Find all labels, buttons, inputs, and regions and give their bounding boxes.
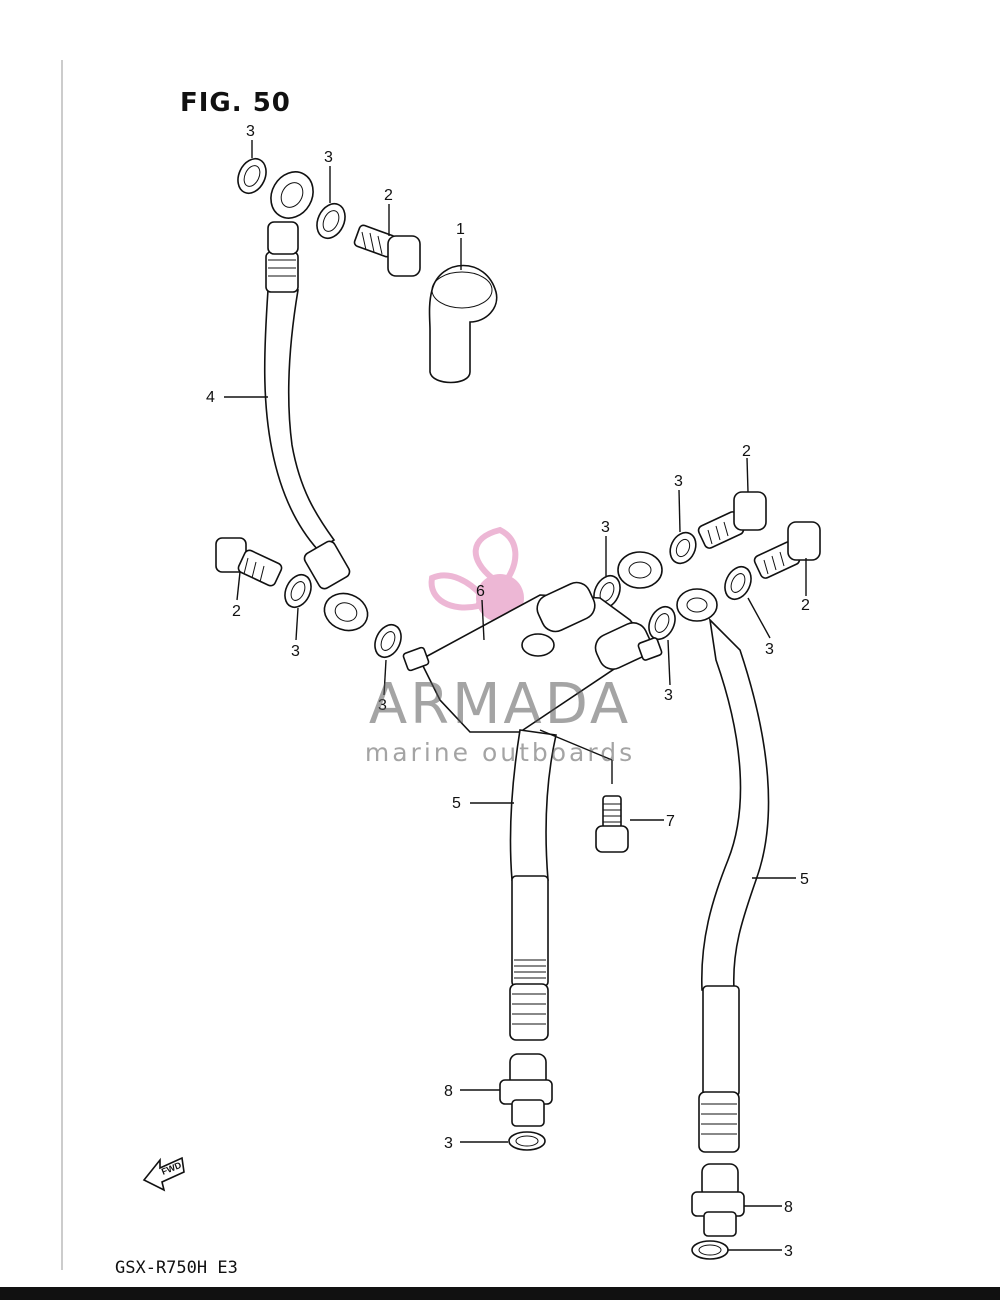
brake-hose-joint	[402, 551, 663, 733]
callout-3: 3	[784, 1243, 793, 1260]
hose-fitting-right	[691, 1163, 745, 1237]
callout-3: 3	[674, 473, 683, 490]
model-label: GSX-R750H E3	[115, 1258, 238, 1278]
brake-hose-upper	[263, 171, 369, 632]
callout-4: 4	[206, 389, 215, 406]
callout-numbers: 3 3 2 1 4 2 3 3 6 3 3 2 2 3 3 5 7 5 8 3 …	[206, 123, 810, 1260]
union-bolt-left	[215, 537, 283, 587]
callout-3: 3	[664, 687, 673, 704]
callout-8: 8	[784, 1199, 793, 1216]
union-bolt-top	[353, 224, 421, 277]
callout-6: 6	[476, 583, 485, 600]
callout-5: 5	[800, 871, 809, 888]
callout-3: 3	[291, 643, 300, 660]
washers	[237, 157, 752, 1260]
callout-3: 3	[765, 641, 774, 658]
callout-5: 5	[452, 795, 461, 812]
leader-lines	[224, 140, 807, 1251]
mounting-bolt	[595, 795, 629, 853]
union-cap-part	[428, 264, 498, 384]
watermark-tagline: marine outboards	[364, 738, 636, 767]
callout-3: 3	[378, 697, 387, 714]
figure-title: FIG. 50	[180, 88, 291, 118]
callout-2: 2	[384, 187, 393, 204]
callout-3: 3	[601, 519, 610, 536]
callout-3: 3	[324, 149, 333, 166]
callout-7: 7	[666, 813, 675, 830]
callout-3: 3	[246, 123, 255, 140]
callout-2: 2	[742, 443, 751, 460]
fwd-arrow-icon: FWD	[142, 1156, 185, 1192]
brake-hose-lower-left	[509, 729, 557, 1041]
callout-2: 2	[232, 603, 241, 620]
watermark-brand: ARMADA	[368, 672, 632, 737]
union-bolt-right-upper	[697, 491, 767, 549]
union-bolt-right-lower	[753, 521, 821, 579]
bottom-border-bar	[0, 1287, 1000, 1300]
callout-2: 2	[801, 597, 810, 614]
callout-1: 1	[456, 221, 465, 238]
callout-8: 8	[444, 1083, 453, 1100]
callout-3: 3	[444, 1135, 453, 1152]
brake-hose-lower-right	[676, 588, 770, 1153]
hose-fitting-left	[499, 1053, 553, 1127]
